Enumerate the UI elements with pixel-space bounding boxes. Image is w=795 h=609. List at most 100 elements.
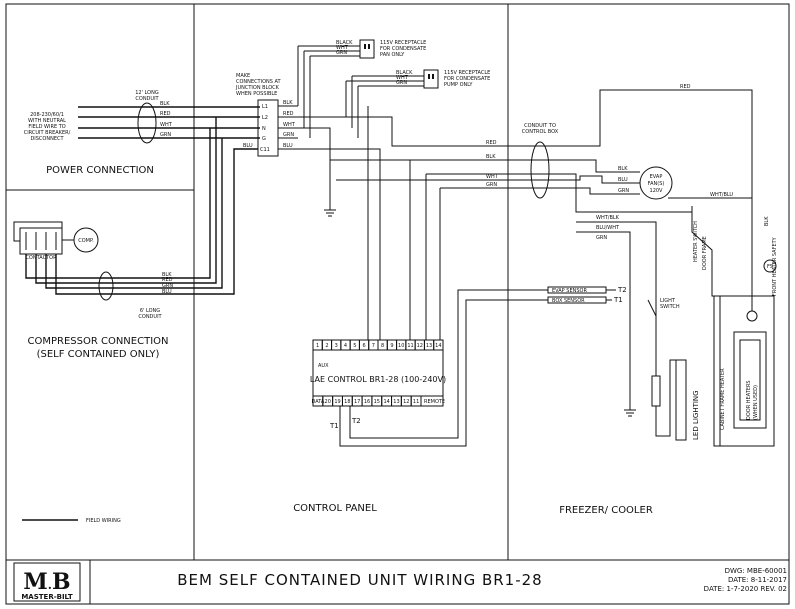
lae-top-terminal-label: 12 [417,343,423,349]
drawing-title: BEM SELF CONTAINED UNIT WIRING BR1-28 [177,571,542,589]
jb-out-red: RED [283,111,294,117]
evap-fan-1: EVAP [650,174,663,180]
rec2-grn: GRN [396,80,407,86]
pw-grn: GRN [160,132,171,138]
lae-top-terminal-label: 10 [398,343,404,349]
rec2-wht: WHT [396,75,409,81]
sensor-wire-t2 [349,289,548,439]
lae-bottom-terminal-label: 15 [374,399,380,405]
jb-out-blk: BLK [283,100,293,106]
rec2-note-2: FOR CONDENSATE [444,76,490,82]
lae-top-terminal-label: 11 [407,343,413,349]
power-connection-label: POWER CONNECTION [46,165,154,176]
fh-blk: BLK [764,216,770,226]
evap-sensor-t2: T2 [617,286,627,294]
supply-note-5: DISCONNECT [30,136,64,142]
fan-blk: BLK [618,166,628,172]
compressor-label: COMP. [78,238,94,244]
lae-top-terminal-label: 5 [353,343,356,349]
jb-term-l2: L2 [262,115,268,121]
box-sensor-label: BOX SENSOR [552,298,585,304]
cabinet-heater-label: CABINET FRAME HEATER [720,368,726,430]
receptacle-1-slot [364,44,366,49]
lae-top-terminal-label: 9 [390,343,393,349]
evap-fan-symbol [639,166,673,200]
drawing-revision: DATE: 1-7-2020 REV. 02 [704,585,787,593]
door-heater-outline [733,331,767,429]
lae-top-terminal-label: 4 [344,343,347,349]
lae-bottom-terminal [410,395,422,407]
rec1-grn: GRN [336,50,347,56]
cp-top-red: RED [680,84,691,90]
jb-note-2: CONNECTIONS AT [236,79,282,85]
lae-top-terminal-label: 13 [426,343,432,349]
jb-term-c11: C11 [260,147,270,153]
lae-aux: AUX [318,363,329,369]
pw-red: RED [160,111,171,117]
light-switch-1: LIGHT [660,298,676,304]
lae-bottom-terminal-label: 19 [334,399,340,405]
svg-text:M.B: M.B [23,569,70,595]
box-sensor-t1: T1 [613,296,623,304]
front-heater-label: FRONT HEATER SAFETY [772,236,778,296]
receptacle-1-slot [368,44,370,49]
drawing-date: DATE: 8-11-2017 [728,576,787,584]
lae-bottom-terminal-label: 13 [393,399,399,405]
lae-top-terminal-label: 14 [435,343,441,349]
cw-blu: BLU [162,289,172,295]
drawing-number: DWG: MBE-60001 [725,567,787,575]
evap-fan-3: 120V [650,188,664,194]
pw-wht: WHT [160,122,173,128]
fz-blu-wht: BLU/WHT [596,225,620,231]
lae-bottom-terminal-label: DATA [311,399,324,405]
lae-bottom-terminal-label: 14 [383,399,389,405]
comp-wire-loop [13,221,63,242]
receptacle-2-slot [432,74,434,79]
cp-blk: BLK [486,154,496,160]
evap-sensor-label: EVAP SENSOR [552,288,587,294]
lae-top-terminal-label: 1 [316,343,319,349]
fs-switch [763,259,777,273]
rec1-wht: WHT [336,45,349,51]
rec2-note-1: 115V RECEPTACLE [444,70,490,76]
fz-grn: GRN [596,235,607,241]
jb-out-blu: BLU [283,143,293,149]
fan-blu: BLU [618,177,628,183]
supply-note-1: 208-230/60/1 [30,112,64,118]
cw-blk: BLK [162,272,172,278]
control-wires [298,89,753,406]
compressor-field-wires [25,117,258,295]
lae-bottom-terminal-label: 16 [364,399,370,405]
rec1-black: BLACK [336,40,353,46]
lae-top-terminal-label: 3 [335,343,338,349]
outer-border [5,3,790,605]
lae-top-terminal-label: 6 [362,343,365,349]
lae-top-terminal [433,339,444,351]
lae-top-terminal-label: 8 [381,343,384,349]
jb-out-wht: WHT [283,122,296,128]
cw-red: RED [162,277,173,283]
ground-symbol [624,406,636,417]
jb-output-wires [278,45,424,150]
contactor [19,227,63,255]
led-label: LED LIGHTING [692,390,700,440]
jb-note-3: JUNCTION BLOCK [235,85,280,91]
fs-label: FS [767,264,773,270]
cabinet-frame [713,295,775,447]
compressor-connection-sub: (SELF CONTAINED ONLY) [37,349,160,360]
lae-top-terminal-label: 7 [372,343,375,349]
lae-top-terminal-label: 2 [325,343,328,349]
master-bilt-logo: M.B MASTER-BILT [13,562,81,602]
door-heater-inner [739,339,761,421]
heater-switch-label: HEATER SWITCH [693,221,699,262]
rec2-note-3: PUMP ONLY [444,82,473,88]
receptacle-2 [423,69,439,89]
door-frame-label: DOOR FRAME [702,236,708,270]
lae-bottom-terminal-label: 20 [325,399,331,405]
conduit-6-label-2: CONDUIT [138,314,162,320]
cp-grn: GRN [486,182,497,188]
conduit-cb-ellipse [530,141,550,199]
fz-wht-blu: WHT/BLU [710,192,733,198]
jb-in-blu: BLU [243,143,253,149]
